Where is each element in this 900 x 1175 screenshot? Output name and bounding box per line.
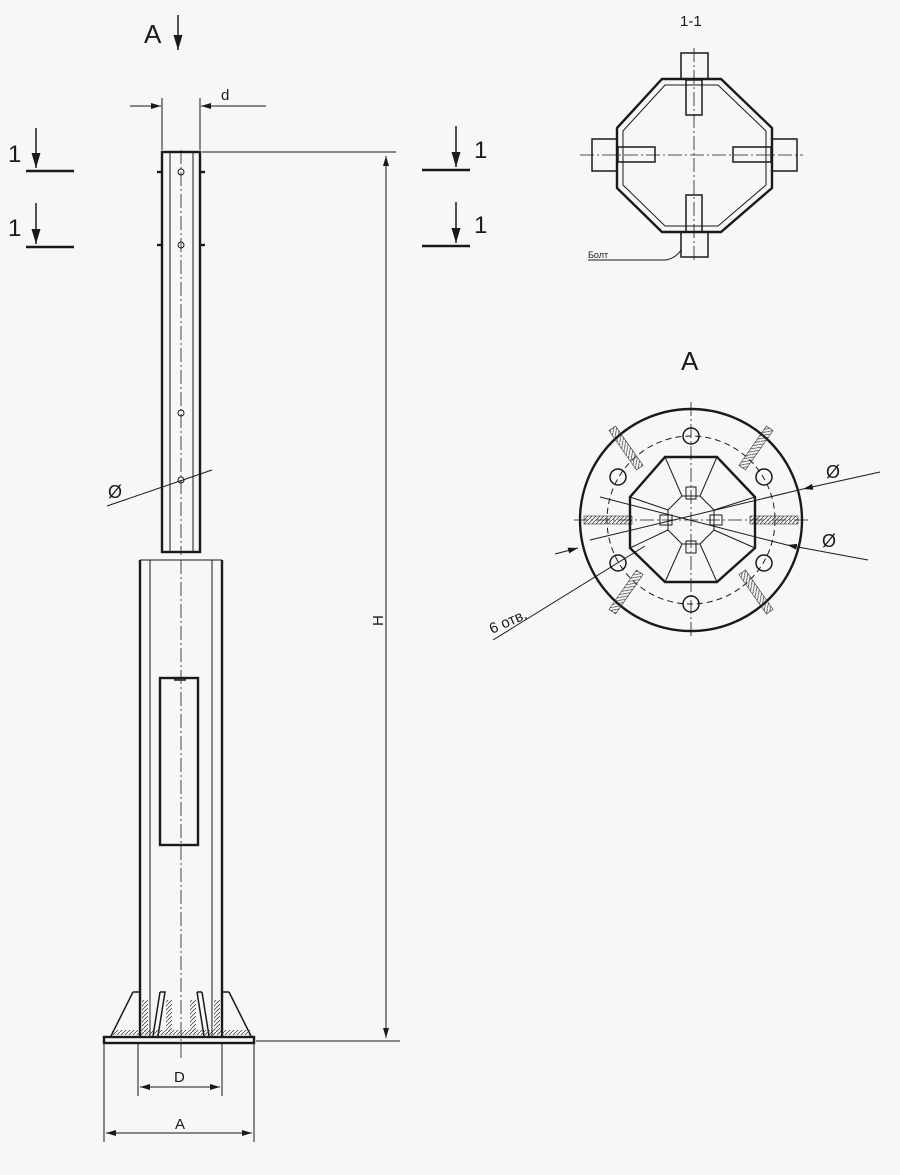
- view-a-marker: A: [144, 15, 183, 50]
- holes-count-label: 6 отв.: [487, 606, 530, 638]
- base-flange: [102, 1035, 256, 1045]
- service-hatch: [158, 676, 200, 847]
- section-title: 1-1: [680, 13, 702, 30]
- dim-d-label: d: [221, 87, 229, 104]
- view-a-label: A: [144, 19, 162, 49]
- dim-A-label: A: [175, 1116, 185, 1133]
- section-1-1: 1-1 Болт: [580, 13, 803, 262]
- section-marker-label: 1: [8, 215, 21, 242]
- bolt-icons: [157, 168, 205, 484]
- inner-diameter-label: Ø: [822, 531, 836, 551]
- view-a-title: A: [681, 346, 699, 376]
- dimension-D: D: [137, 1043, 223, 1096]
- view-a: A Ø: [487, 346, 881, 641]
- bolt-hole-icons: [609, 427, 773, 613]
- hole-diameter-label: Ø: [108, 482, 122, 502]
- pole-upper-section: Ø: [106, 150, 213, 555]
- dimension-A: A: [103, 1043, 255, 1142]
- dim-D-label: D: [174, 1069, 185, 1086]
- pole-lower-section: [102, 559, 256, 1060]
- section-marker-label: 1: [8, 141, 21, 168]
- bolt-label: Болт: [588, 250, 608, 260]
- base-gussets: [110, 991, 252, 1037]
- section-markers: 1 1 1 1: [8, 126, 487, 249]
- dimension-d: d: [130, 87, 266, 150]
- bolt-icons: [591, 52, 798, 258]
- section-marker-label: 1: [474, 137, 487, 164]
- bolt-circle-diameter-label: Ø: [826, 462, 840, 482]
- dimension-H: H: [202, 151, 400, 1042]
- section-marker-label: 1: [474, 212, 487, 239]
- dim-H-label: H: [370, 615, 387, 626]
- gusset-ribs: [583, 425, 799, 615]
